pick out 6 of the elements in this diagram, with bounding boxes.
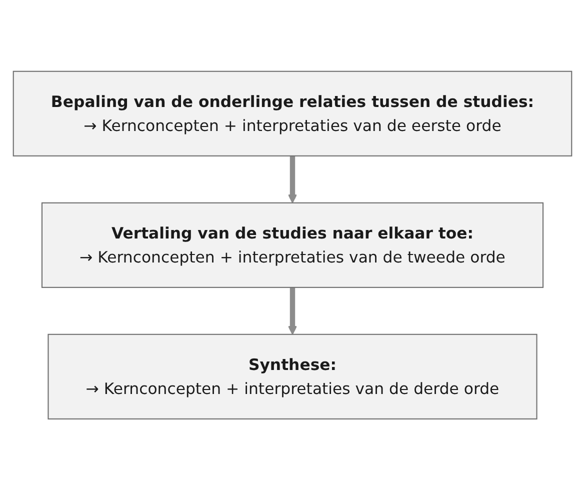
arrow bbox=[288, 287, 298, 335]
arrow bbox=[288, 156, 298, 204]
node-box bbox=[48, 334, 538, 420]
node-box bbox=[12, 70, 572, 156]
node-box bbox=[41, 202, 544, 288]
flowchart: Bepaling van de onderlinge relaties tussen de studies: → Kernconcepten + interpretaties van de eerste orde Vertaling van de studies naar elkaar toe: → Kernconcepten + interpretaties van de tweede orde Synthese: → Kernconcepten + interpretaties van de derde orde bbox=[5, 62, 580, 428]
